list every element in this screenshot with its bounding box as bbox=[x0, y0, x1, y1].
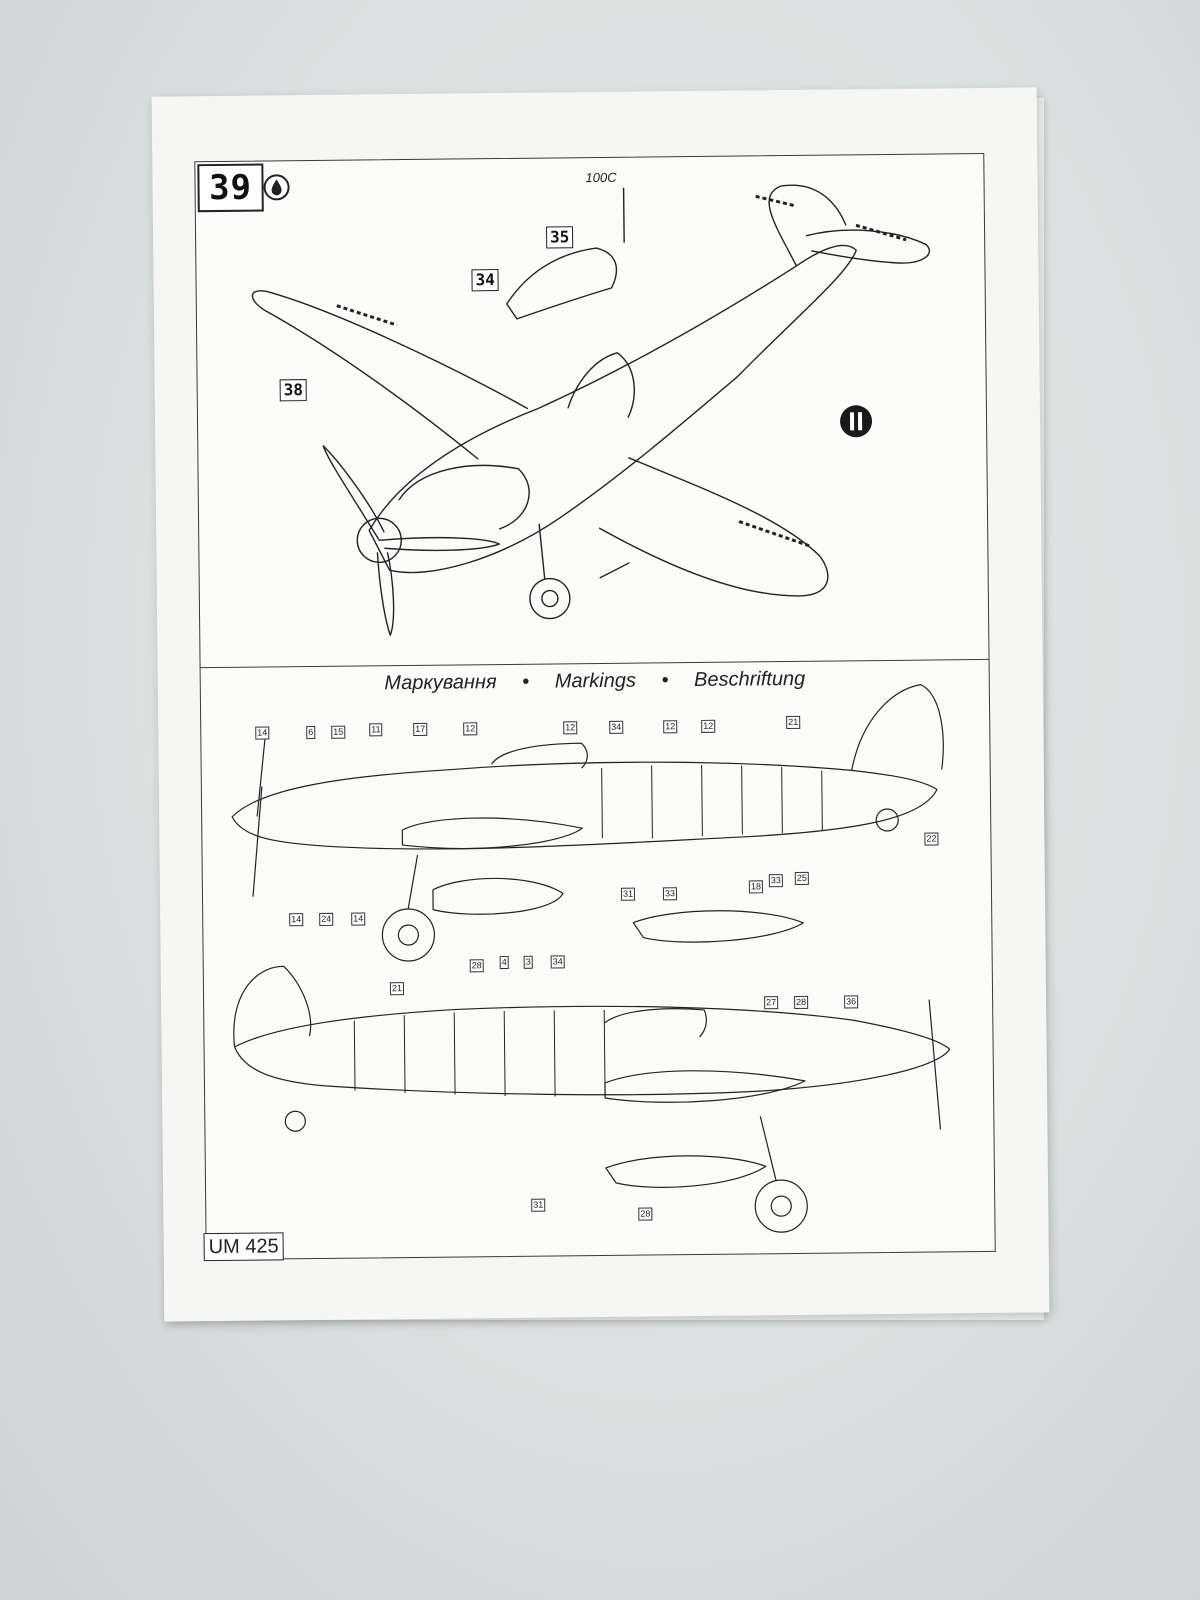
assembly-drawing bbox=[251, 184, 931, 636]
ref-tag: 28 bbox=[638, 1207, 653, 1221]
ref-tag: 21 bbox=[786, 715, 801, 730]
kit-code: UM 425 bbox=[203, 1232, 284, 1262]
ref-tag: 25 bbox=[794, 871, 809, 885]
ref-tag: 12 bbox=[563, 721, 578, 735]
ref-tag: 28 bbox=[794, 995, 809, 1009]
ref-tag: 18 bbox=[748, 880, 764, 894]
ref-tag: 3 bbox=[523, 955, 533, 969]
ref-tag: 31 bbox=[620, 887, 636, 901]
ref-tag: 4 bbox=[499, 955, 509, 970]
ref-tag: 22 bbox=[924, 832, 939, 846]
ref-tag: 28 bbox=[469, 959, 484, 973]
ref-tag: 6 bbox=[306, 725, 316, 740]
ref-tag: 33 bbox=[768, 874, 783, 888]
ref-tag: 17 bbox=[413, 722, 428, 736]
instruction-sheet: 39 100C 35 34 38 bbox=[151, 87, 1050, 1322]
glue-drop-icon bbox=[263, 174, 290, 201]
markings-drawing bbox=[231, 684, 951, 1233]
ref-tag: 14 bbox=[255, 726, 270, 740]
ref-tag: 11 bbox=[369, 723, 383, 737]
instruction-frame: 39 100C 35 34 38 bbox=[194, 152, 996, 1262]
ref-tag: 33 bbox=[662, 887, 678, 901]
ref-tag: 34 bbox=[609, 720, 624, 734]
ref-tag: 12 bbox=[663, 720, 678, 734]
ref-tag: 31 bbox=[531, 1198, 546, 1212]
ref-tag: 12 bbox=[701, 719, 716, 733]
ref-tag: 24 bbox=[319, 912, 334, 926]
ref-tag: 12 bbox=[463, 722, 478, 736]
ref-tag: 14 bbox=[289, 913, 304, 927]
ref-tag: 15 bbox=[331, 725, 346, 739]
ref-tag: 27 bbox=[764, 996, 779, 1010]
ref-tag: 14 bbox=[351, 912, 366, 926]
ref-tag: 21 bbox=[389, 982, 405, 996]
ref-tag: 36 bbox=[844, 995, 859, 1009]
ref-tag: 34 bbox=[550, 955, 565, 969]
stop-sign-icon bbox=[840, 405, 873, 438]
